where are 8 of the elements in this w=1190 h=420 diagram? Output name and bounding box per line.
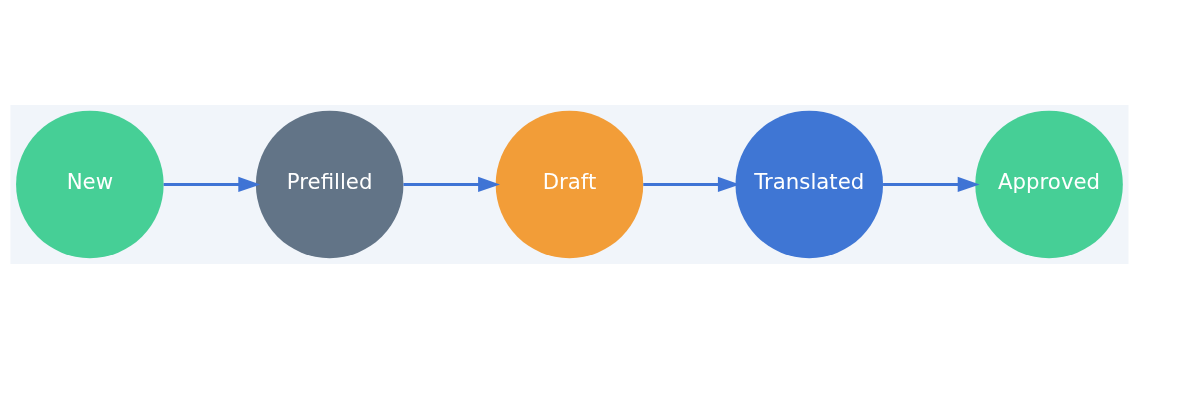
node-circle: Draft [495,110,644,259]
node-circle: Translated [735,110,884,259]
arrow [403,176,500,193]
arrow [163,176,261,193]
node-circle: Approved [975,110,1123,259]
node-circle: New [16,110,164,259]
node-circle: Prefilled [255,110,404,259]
arrow [883,176,980,193]
